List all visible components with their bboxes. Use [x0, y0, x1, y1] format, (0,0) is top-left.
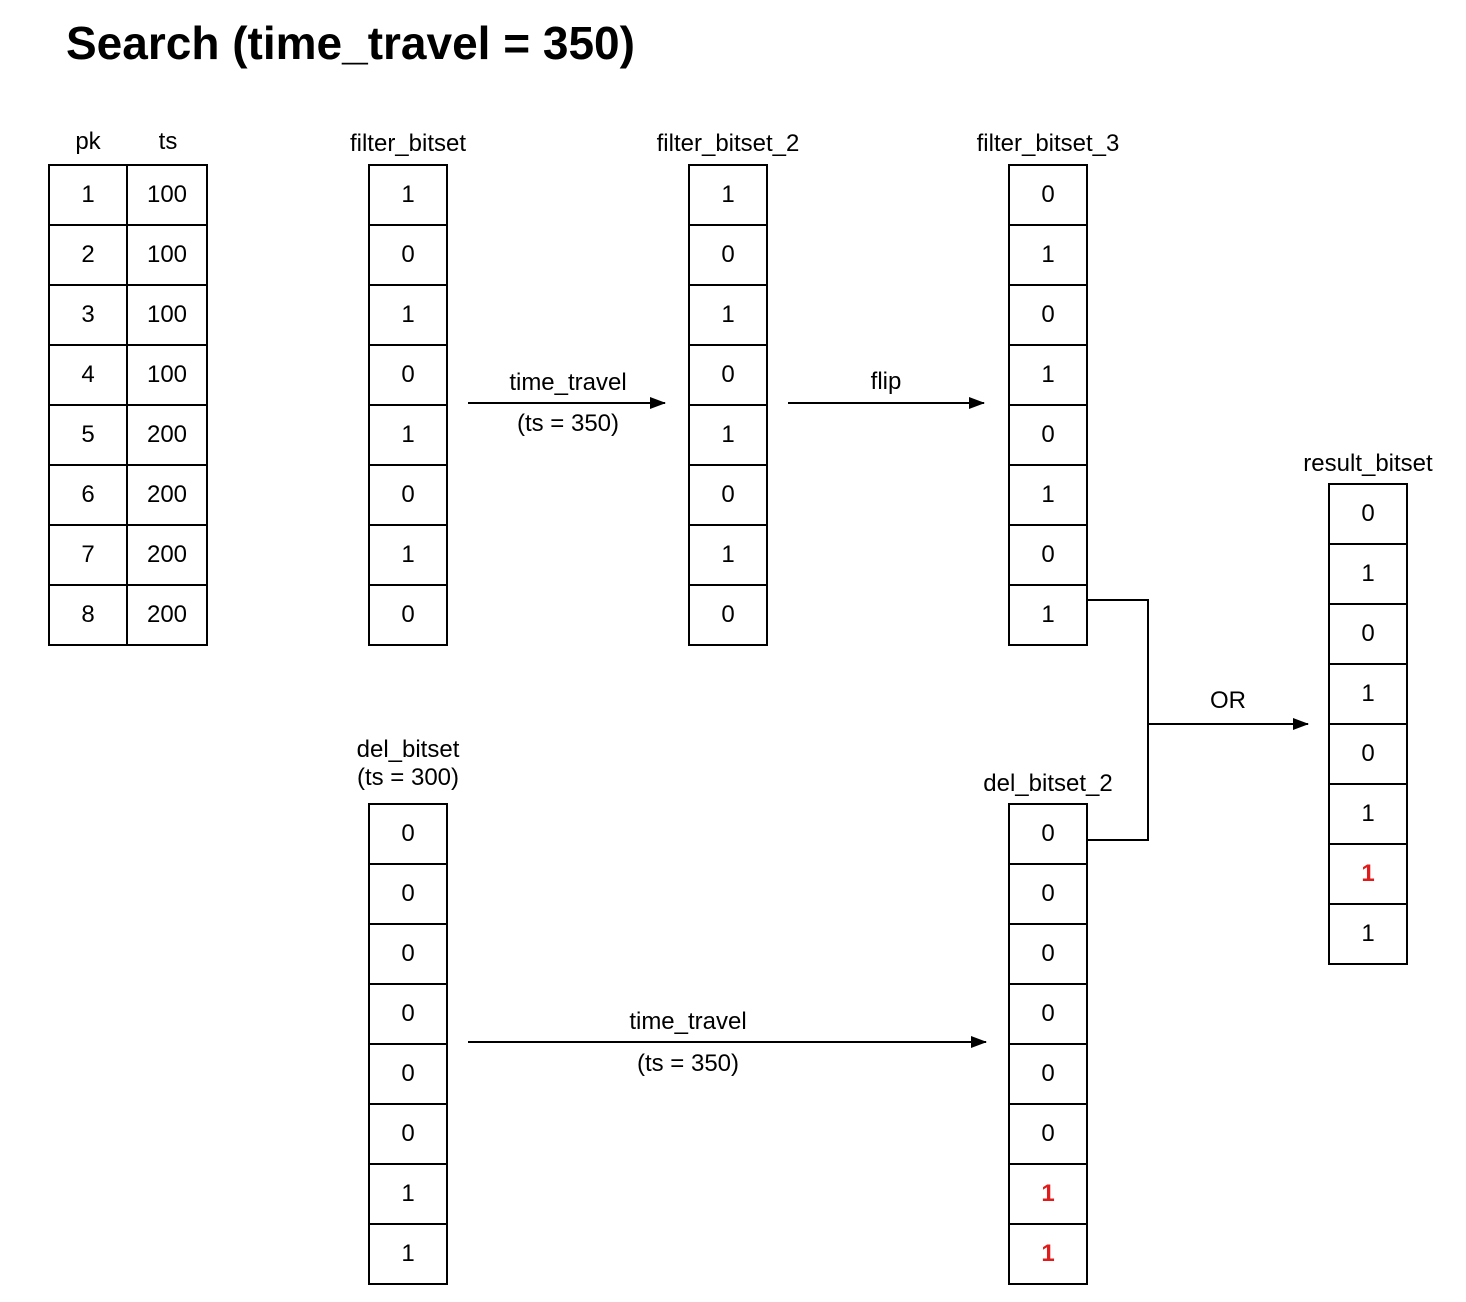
bitset-cell: 0	[1010, 526, 1086, 586]
pk-cell: 4	[50, 346, 128, 406]
bitset-cell: 1	[1041, 601, 1055, 628]
pk-ts-table: 1 100 2 100 3 100 4 100 5 200 6 200 7 20…	[48, 164, 208, 646]
ts-cell: 100	[128, 226, 206, 286]
pk-cell: 6	[50, 466, 128, 526]
pk-cell: 3	[50, 286, 128, 346]
time-travel-arrow-bottom-label: time_travel	[629, 1008, 747, 1035]
time-travel-arrow-bottom-sublabel: (ts = 350)	[636, 1050, 740, 1077]
bitset-cell: 0	[1010, 805, 1086, 865]
ts-cell: 100	[128, 166, 206, 226]
ts-cell: 100	[128, 346, 206, 406]
flip-arrow-label: flip	[870, 368, 902, 395]
bitset-cell: 1	[1330, 785, 1406, 845]
filter-bitset-2-label: filter_bitset_2	[656, 130, 800, 157]
bitset-cell: 0	[370, 466, 446, 526]
del-bitset-column: 0 0 0 0 0 0 1 1	[368, 803, 448, 1285]
time-travel-arrow-top-label: time_travel	[509, 369, 627, 396]
bitset-cell: 0	[1010, 286, 1086, 346]
pk-cell: 5	[50, 406, 128, 466]
pk-cell: 8	[50, 586, 128, 644]
bitset-cell: 1	[690, 406, 766, 466]
bitset-cell: 0	[370, 805, 446, 865]
pk-column-header: pk	[75, 128, 101, 155]
bitset-cell: 1	[370, 526, 446, 586]
ts-cell: 100	[128, 286, 206, 346]
bitset-cell: 1	[1330, 545, 1406, 605]
del-bitset-2-label: del_bitset_2	[983, 770, 1113, 797]
bitset-cell: 1	[690, 526, 766, 586]
page-title: Search (time_travel = 350)	[66, 17, 635, 69]
bitset-cell: 0	[370, 226, 446, 286]
filter-bitset-2-column: 1 0 1 0 1 0 1 0	[688, 164, 768, 646]
pk-cell: 2	[50, 226, 128, 286]
bitset-cell: 1	[1361, 920, 1375, 947]
bitset-cell: 0	[1010, 865, 1086, 925]
ts-cell: 200	[128, 466, 206, 526]
result-bitset-column: 0 1 0 1 0 1 1 1	[1328, 483, 1408, 965]
bitset-cell: 0	[1010, 925, 1086, 985]
bitset-cell: 0	[721, 601, 735, 628]
bitset-cell: 0	[1330, 605, 1406, 665]
time-travel-arrow-top-sublabel: (ts = 350)	[516, 410, 620, 437]
filter-bitset-column: 1 0 1 0 1 0 1 0	[368, 164, 448, 646]
ts-column-header: ts	[158, 128, 178, 155]
bitset-cell: 1	[1010, 226, 1086, 286]
bitset-cell: 0	[370, 865, 446, 925]
bitset-cell: 0	[690, 226, 766, 286]
bitset-cell: 0	[370, 1105, 446, 1165]
ts-cell: 200	[128, 406, 206, 466]
bitset-cell: 0	[1010, 406, 1086, 466]
bitset-cell: 0	[370, 985, 446, 1045]
bitset-cell: 0	[1010, 1105, 1086, 1165]
del-bitset-sublabel: (ts = 300)	[356, 764, 460, 791]
bitset-cell: 1	[370, 166, 446, 226]
filter-bitset-3-column: 0 1 0 1 0 1 0 1	[1008, 164, 1088, 646]
bitset-cell: 0	[370, 925, 446, 985]
del-bitset-2-column: 0 0 0 0 0 0 1 1	[1008, 803, 1088, 1285]
bitset-cell: 0	[1010, 1045, 1086, 1105]
bitset-cell: 0	[690, 466, 766, 526]
bitset-cell: 0	[370, 1045, 446, 1105]
bitset-cell: 1	[1010, 346, 1086, 406]
bitset-cell-highlighted: 1	[1041, 1240, 1055, 1267]
bitset-cell: 0	[1330, 485, 1406, 545]
bitset-cell: 0	[690, 346, 766, 406]
result-bitset-label: result_bitset	[1303, 450, 1433, 477]
bitset-cell: 1	[1010, 466, 1086, 526]
ts-cell: 200	[146, 601, 188, 628]
filter-bitset-3-label: filter_bitset_3	[976, 130, 1120, 157]
bitset-cell: 1	[690, 166, 766, 226]
bitset-cell-highlighted: 1	[1010, 1165, 1086, 1225]
filter-bitset-label: filter_bitset	[349, 130, 467, 157]
bitset-cell: 0	[370, 346, 446, 406]
bitset-cell: 1	[370, 406, 446, 466]
bitset-cell-highlighted: 1	[1330, 845, 1406, 905]
or-merge-connector	[1088, 599, 1149, 841]
ts-cell: 200	[128, 526, 206, 586]
bitset-cell: 1	[370, 286, 446, 346]
bitset-cell: 1	[690, 286, 766, 346]
or-arrow-label: OR	[1210, 687, 1246, 714]
bitset-cell: 1	[1330, 665, 1406, 725]
bitset-cell: 0	[401, 601, 415, 628]
bitset-cell: 0	[1010, 166, 1086, 226]
del-bitset-label: del_bitset	[356, 736, 460, 763]
bitset-cell: 0	[1330, 725, 1406, 785]
pk-cell: 1	[50, 166, 128, 226]
bitset-cell: 0	[1010, 985, 1086, 1045]
bitset-cell: 1	[401, 1240, 415, 1267]
pk-cell: 7	[50, 526, 128, 586]
bitset-cell: 1	[370, 1165, 446, 1225]
